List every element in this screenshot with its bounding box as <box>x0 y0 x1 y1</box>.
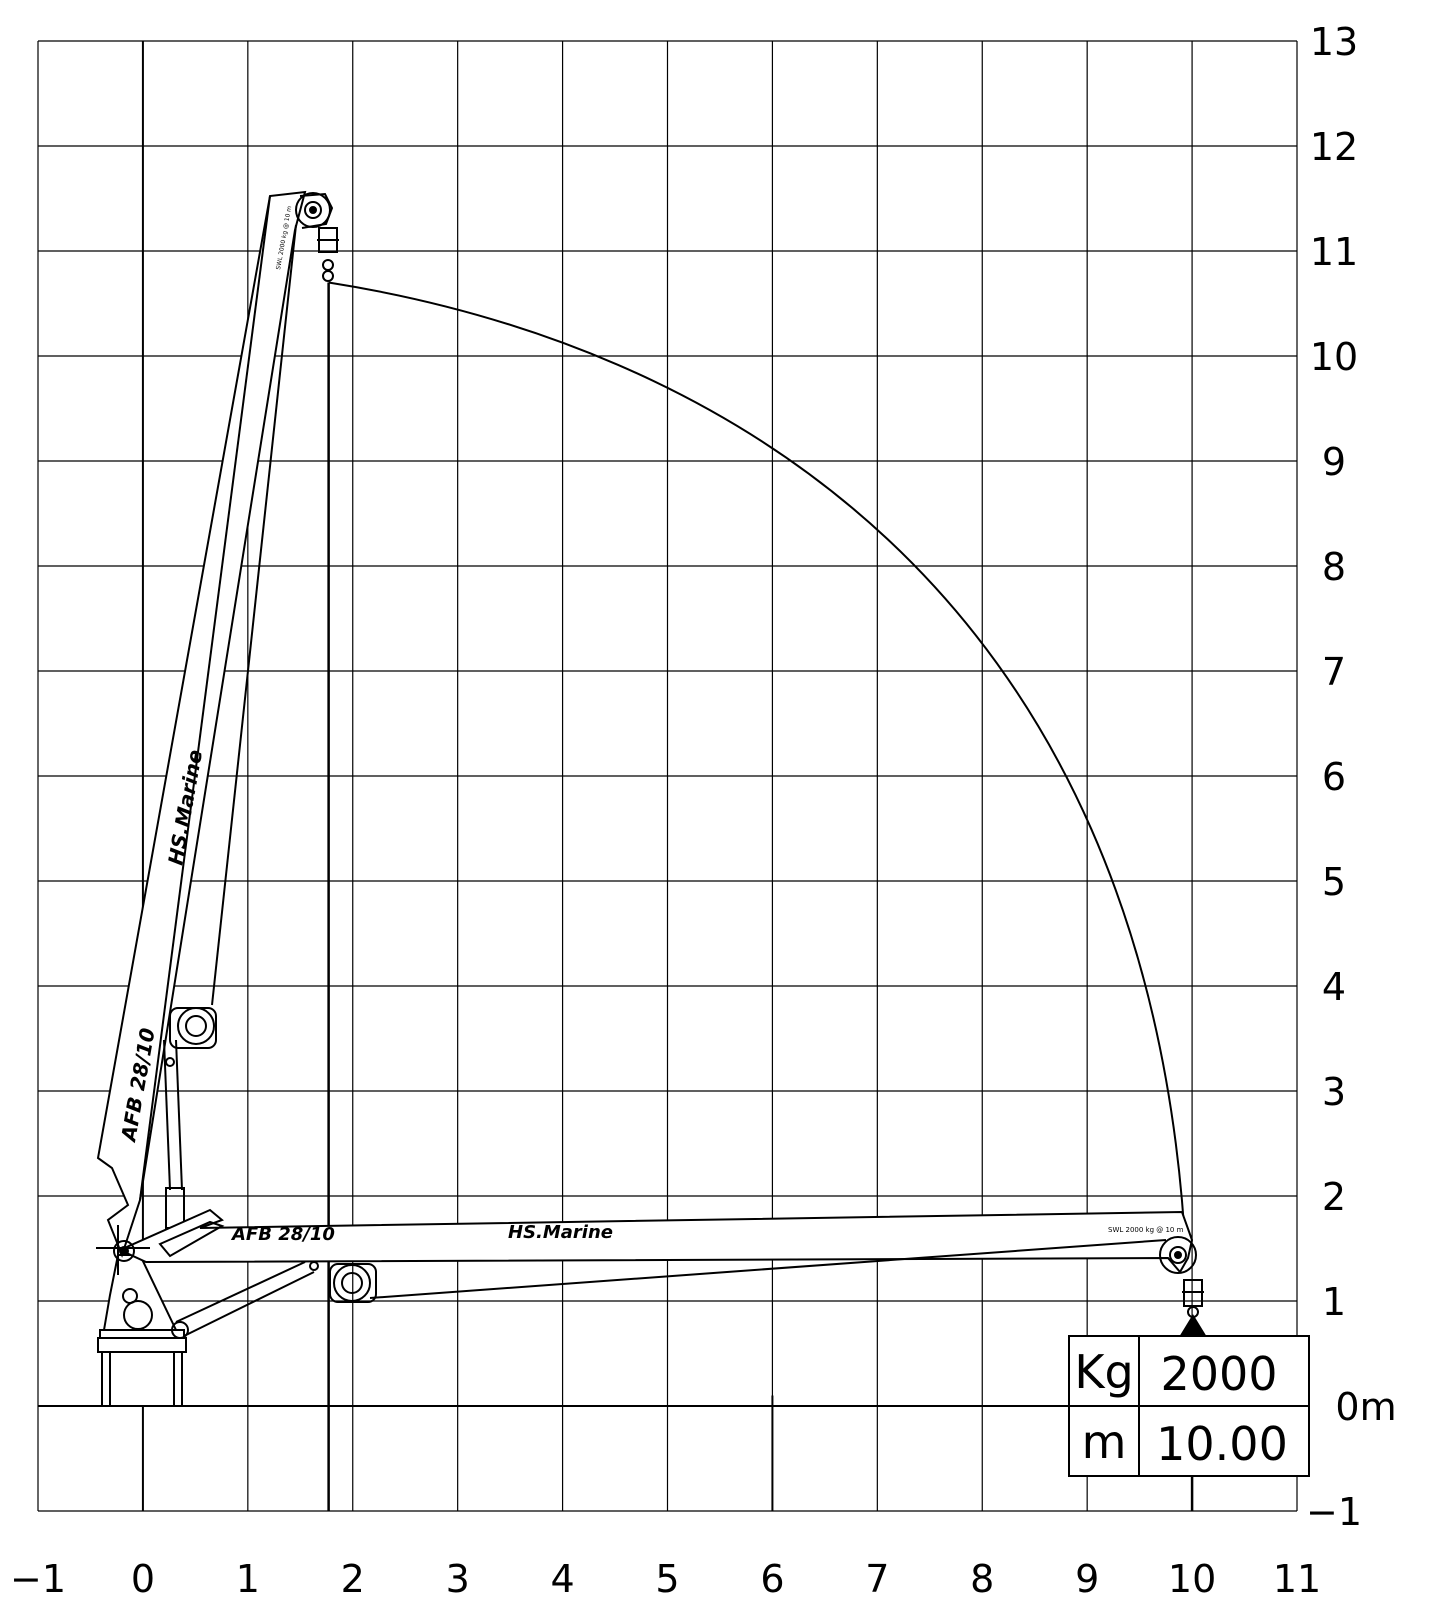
y-tick-label: 6 <box>1322 755 1346 799</box>
y-tick-label: 7 <box>1322 650 1346 694</box>
reach-label: m <box>1082 1415 1127 1469</box>
x-tick-label: 8 <box>970 1557 994 1601</box>
x-tick-label: 3 <box>446 1557 470 1601</box>
reach-value: 10.00 <box>1156 1417 1288 1471</box>
reach-arc <box>328 281 1188 1261</box>
x-tick-label: 4 <box>550 1557 574 1601</box>
y-tick-label: −1 <box>1306 1490 1362 1534</box>
y-tick-label: 10 <box>1310 335 1358 379</box>
y-tick-label: 8 <box>1322 545 1346 589</box>
horizontal-model-label: AFB 28/10 <box>230 1224 335 1245</box>
horizontal-brand-label: HS.Marine <box>508 1222 613 1243</box>
x-tick-labels: −1 0 1 2 3 4 5 6 7 8 9 10 11 <box>10 1557 1321 1601</box>
x-tick-label: 10 <box>1168 1557 1216 1601</box>
x-tick-label: 2 <box>341 1557 365 1601</box>
x-tick-label: 0 <box>131 1557 155 1601</box>
y-tick-label: 5 <box>1322 860 1346 904</box>
y-tick-label: 2 <box>1322 1175 1346 1219</box>
load-value: 2000 <box>1160 1347 1277 1401</box>
x-tick-label: 9 <box>1075 1557 1099 1601</box>
load-label: Kg <box>1074 1345 1133 1399</box>
y-tick-label: 0m <box>1335 1385 1396 1429</box>
load-table: Kg 2000 m 10.00 <box>1068 1335 1310 1477</box>
y-tick-label: 4 <box>1322 965 1346 1009</box>
x-tick-label: 7 <box>865 1557 889 1601</box>
horizontal-boom <box>96 1208 1206 1339</box>
x-tick-label: 6 <box>760 1557 784 1601</box>
y-tick-label: 3 <box>1322 1070 1346 1114</box>
y-tick-label: 11 <box>1310 230 1358 274</box>
x-tick-label: 1 <box>236 1557 260 1601</box>
x-tick-label: 5 <box>655 1557 679 1601</box>
crane-drawing: AFB 28/10 HS.Marine SWL 2000 kg @ 10 m A… <box>96 190 1206 1407</box>
x-tick-label: 11 <box>1273 1557 1321 1601</box>
y-tick-label: 1 <box>1322 1280 1346 1324</box>
y-tick-label: 12 <box>1310 125 1358 169</box>
grid <box>37 40 1298 1512</box>
x-tick-label: −1 <box>10 1557 66 1601</box>
horizontal-swl-plate: SWL 2000 kg @ 10 m <box>1108 1226 1184 1234</box>
y-tick-label: 9 <box>1322 440 1346 484</box>
y-tick-label: 13 <box>1310 20 1358 64</box>
